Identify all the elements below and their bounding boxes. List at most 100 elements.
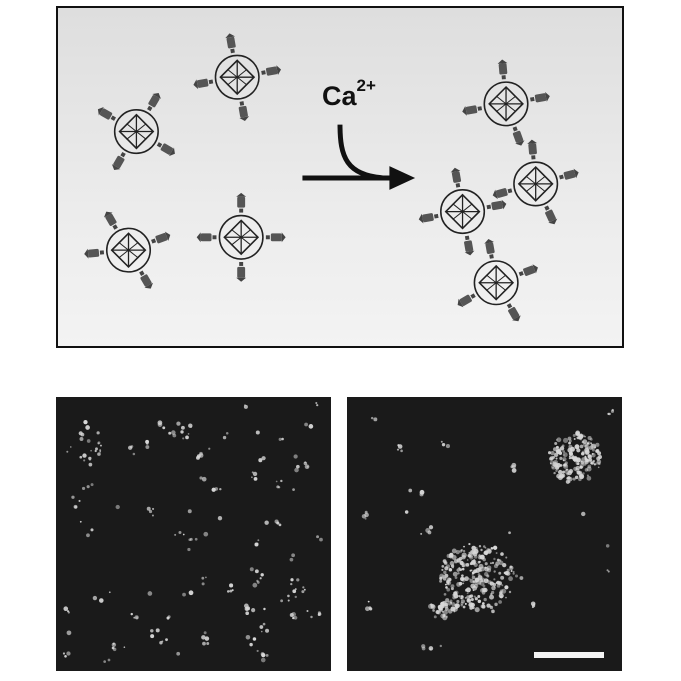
- speckle: [505, 556, 508, 559]
- speckle: [579, 444, 584, 449]
- speckle: [261, 456, 266, 461]
- speckle: [206, 642, 210, 645]
- speckle: [74, 505, 78, 509]
- speckle: [563, 454, 565, 456]
- speckle: [430, 604, 436, 610]
- speckle: [446, 564, 451, 569]
- speckle: [304, 461, 307, 464]
- speckle: [90, 449, 92, 452]
- speckle: [260, 573, 264, 577]
- speckle: [561, 444, 565, 448]
- speckle: [450, 601, 452, 604]
- speckle: [461, 564, 465, 568]
- speckle: [203, 631, 207, 635]
- speckle: [460, 604, 463, 607]
- speckle: [484, 562, 488, 566]
- speckle: [304, 422, 308, 427]
- speckle: [553, 462, 559, 468]
- speckle: [439, 579, 443, 583]
- speckle: [555, 449, 559, 453]
- speckle: [461, 567, 465, 571]
- speckle: [103, 660, 107, 663]
- speckle: [587, 464, 592, 469]
- speckle: [123, 646, 126, 649]
- speckle: [586, 442, 590, 445]
- speckle: [148, 509, 153, 514]
- speckle: [290, 582, 293, 586]
- speckle: [461, 577, 465, 581]
- speckle: [280, 479, 283, 483]
- speckle: [157, 422, 163, 427]
- speckle: [460, 599, 465, 604]
- speckle: [287, 594, 290, 598]
- speckle: [584, 455, 587, 458]
- speckle: [66, 450, 69, 453]
- speckle: [176, 651, 181, 656]
- speckle: [441, 442, 446, 447]
- speckle: [469, 569, 472, 572]
- speckle: [205, 576, 207, 579]
- speckle: [259, 625, 264, 629]
- speckle: [552, 466, 554, 469]
- speckle: [573, 438, 576, 441]
- speckle: [225, 431, 229, 435]
- speckle: [419, 492, 424, 497]
- speckle: [201, 576, 205, 580]
- speckle: [296, 578, 300, 582]
- speckle: [508, 531, 511, 535]
- speckle: [291, 553, 296, 558]
- speckle: [572, 477, 576, 481]
- speckle: [292, 488, 295, 492]
- speckle: [292, 616, 295, 620]
- speckle: [112, 647, 117, 652]
- speckle: [96, 431, 100, 435]
- speckle: [556, 437, 562, 443]
- speckle: [89, 459, 91, 461]
- speckle: [83, 420, 88, 425]
- speckle: [436, 610, 441, 615]
- speckle: [471, 560, 476, 566]
- speckle: [145, 445, 150, 449]
- speckle: [606, 569, 609, 572]
- speckle: [428, 646, 434, 651]
- speckle: [446, 587, 451, 592]
- speckle: [576, 448, 581, 453]
- speckle: [569, 469, 573, 473]
- speckle: [568, 441, 571, 445]
- speckle: [150, 634, 155, 639]
- speckle: [587, 435, 592, 441]
- speckle: [553, 452, 559, 458]
- speckle: [259, 577, 262, 580]
- speckle: [465, 562, 470, 567]
- speckle: [86, 439, 91, 443]
- speckle: [450, 584, 455, 589]
- speckle: [478, 545, 482, 548]
- speckle: [94, 449, 97, 453]
- speckle: [584, 435, 586, 438]
- speckle: [443, 592, 447, 596]
- speckle: [452, 595, 456, 600]
- speckle: [450, 606, 456, 612]
- speckle: [571, 446, 573, 449]
- speckle: [302, 586, 305, 589]
- speckle: [578, 434, 584, 440]
- speckle: [564, 469, 570, 474]
- speckle: [499, 595, 503, 599]
- speckle: [586, 474, 589, 477]
- speckle: [482, 545, 486, 548]
- scale-bar: [534, 652, 604, 658]
- speckle: [97, 442, 100, 445]
- speckle: [457, 572, 460, 575]
- speckle: [469, 594, 474, 598]
- speckle: [486, 603, 491, 608]
- speckle: [244, 606, 250, 612]
- speckle: [132, 452, 136, 456]
- speckle: [590, 461, 594, 465]
- speckle: [553, 447, 557, 452]
- speckle: [429, 648, 432, 651]
- speckle: [90, 483, 94, 487]
- speckle: [443, 614, 446, 617]
- speckle: [444, 583, 447, 586]
- speckle: [459, 595, 464, 600]
- speckle: [245, 611, 250, 616]
